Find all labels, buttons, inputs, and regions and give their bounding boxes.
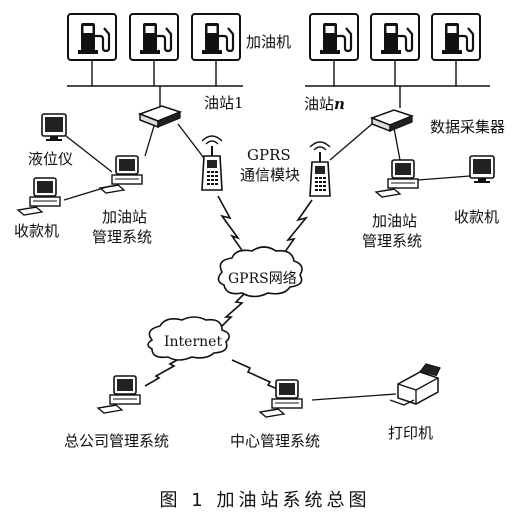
label-station-n: 油站n (304, 95, 345, 113)
label-gprs-module-2: 通信模块 (240, 166, 300, 184)
gprs-module-left (201, 135, 223, 191)
label-cashier-left: 收款机 (14, 222, 59, 240)
label-mgmt-right-1: 加油站 (372, 212, 417, 230)
pump-left-2 (128, 12, 180, 62)
mgmt-pc-right (375, 159, 419, 198)
label-gprs-module-1: GPRS (247, 146, 291, 164)
cashier-pc-left (17, 177, 61, 216)
data-collector-left (139, 105, 181, 128)
wireless-links (144, 195, 313, 396)
label-pump: 加油机 (246, 33, 291, 51)
pump-left-1 (66, 12, 118, 62)
label-hq-system: 总公司管理系统 (64, 432, 169, 450)
label-internet: Internet (164, 334, 222, 350)
data-collector-right (371, 109, 413, 132)
pump-left-3 (190, 12, 242, 62)
level-gauge-monitor (41, 113, 67, 142)
pump-right-2 (369, 12, 421, 62)
label-level-gauge: 液位仪 (28, 150, 73, 168)
gprs-network-cloud (217, 246, 303, 298)
cashier-monitor-right (469, 155, 495, 184)
pump-right-3 (430, 12, 482, 62)
label-collector: 数据采集器 (430, 118, 505, 136)
hq-system-pc (97, 375, 141, 414)
printer-device (389, 363, 441, 406)
label-mgmt-left-2: 管理系统 (92, 228, 152, 246)
label-cashier-right: 收款机 (454, 208, 499, 226)
gprs-module-right (309, 141, 331, 197)
center-system-pc (259, 379, 303, 418)
label-printer: 打印机 (388, 424, 433, 442)
label-mgmt-right-2: 管理系统 (362, 232, 422, 250)
label-center-system: 中心管理系统 (230, 432, 320, 450)
figure-caption: 图 1 加油站系统总图 (159, 490, 371, 511)
label-mgmt-left-1: 加油站 (102, 208, 147, 226)
pump-right-1 (308, 12, 360, 62)
label-gprs-network: GPRS网络 (228, 271, 297, 287)
internet-cloud (147, 316, 230, 361)
label-station-1: 油站1 (204, 94, 244, 112)
